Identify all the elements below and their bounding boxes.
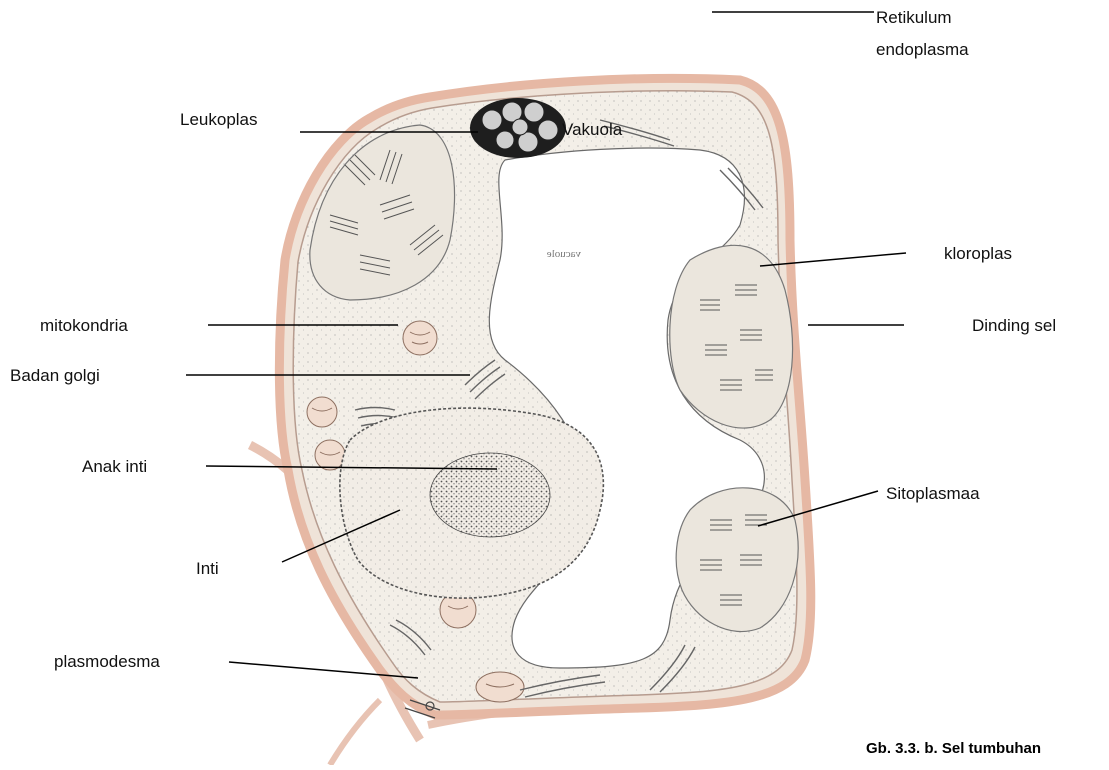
label-retikulum-line2: endoplasma [876,40,969,60]
nucleolus [430,453,550,537]
small-vacuole-cluster [470,98,566,158]
label-retikulum-line1: Retikulum [876,8,952,28]
label-anak-inti: Anak inti [82,457,147,477]
label-sitoplasma: Sitoplasmaa [886,484,980,504]
nucleus [340,408,604,598]
label-plasmodesma: plasmodesma [54,652,160,672]
label-badan-golgi: Badan golgi [10,366,100,386]
chloroplast-lower [676,488,798,632]
vacuole-text-mirrored: vacuole [547,248,581,260]
label-mitokondria: mitokondria [40,316,128,336]
label-vakuola: Vakuola [562,120,622,140]
label-leukoplas: Leukoplas [180,110,258,130]
chloroplast-upper [670,245,793,428]
label-dinding-sel: Dinding sel [972,316,1056,336]
label-inti: Inti [196,559,219,579]
label-kloroplas: kloroplas [944,244,1012,264]
figure-caption: Gb. 3.3. b. Sel tumbuhan [866,740,1041,757]
